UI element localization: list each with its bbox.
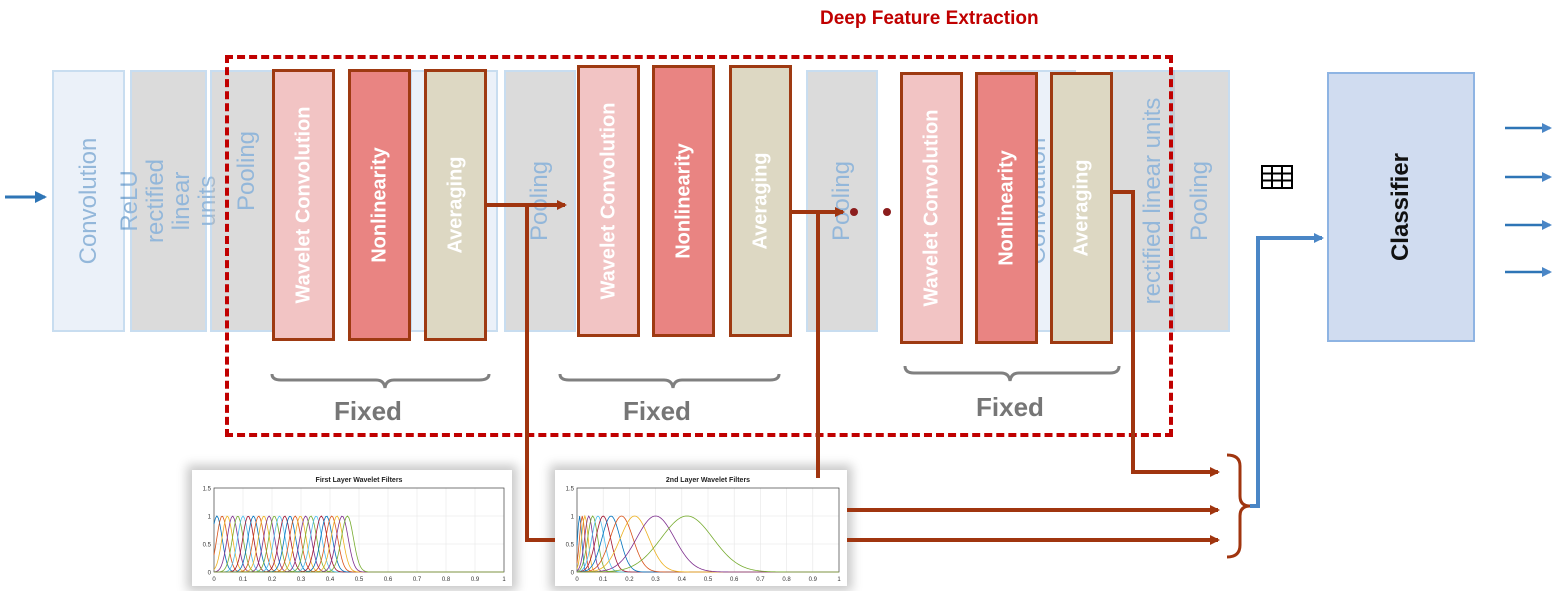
x-tick-label: 0.4 xyxy=(326,577,335,583)
filter-curve xyxy=(577,515,839,573)
averaging-block: Averaging xyxy=(1050,72,1113,344)
fixed-label: Fixed xyxy=(623,396,691,426)
diagram-title: Deep Feature Extraction xyxy=(820,8,1039,29)
output-arrows xyxy=(1505,123,1552,277)
stage1-feature-tap xyxy=(525,205,555,542)
y-tick-label: 0 xyxy=(571,571,575,577)
plot-first-layer-svg: First Layer Wavelet Filters 1.5 1 0.5 00 0.1 0… xyxy=(203,477,507,583)
x-tick-label: 0.5 xyxy=(355,577,364,583)
x-tick-label: 0.3 xyxy=(297,577,306,583)
y-tick-label: 1 xyxy=(571,515,575,521)
wavelet-convolution-block: Wavelet Convolution xyxy=(272,69,335,341)
y-tick-label: 1.5 xyxy=(566,487,575,493)
x-tick-label: 0.8 xyxy=(782,577,791,583)
nonlinearity-block: Nonlinearity xyxy=(348,69,411,341)
nonlinearity-block: Nonlinearity xyxy=(975,72,1038,344)
x-tick-label: 0.7 xyxy=(413,577,422,583)
wavelet-convolution-block: Wavelet Convolution xyxy=(900,72,963,344)
bg-layer-convolution: Convolution xyxy=(52,70,125,332)
x-tick-label: 0.7 xyxy=(756,577,765,583)
y-tick-label: 0 xyxy=(208,571,212,577)
x-tick-label: 0.9 xyxy=(471,577,480,583)
fixed-label: Fixed xyxy=(334,396,402,426)
bg-layer-pooling: Pooling xyxy=(210,70,283,332)
averaging-block: Averaging xyxy=(424,69,487,341)
x-tick-label: 0.4 xyxy=(678,577,687,583)
x-tick-label: 0.2 xyxy=(268,577,277,583)
x-tick-label: 0.1 xyxy=(599,577,608,583)
plot-title: 2nd Layer Wavelet Filters xyxy=(666,477,750,484)
x-tick-label: 1 xyxy=(837,577,841,583)
x-tick-label: 0 xyxy=(212,577,216,583)
deep-feature-frame xyxy=(225,55,1173,437)
fixed-braces xyxy=(270,365,1121,389)
y-tick-label: 1.5 xyxy=(203,487,212,493)
y-tick-label: 1 xyxy=(208,515,212,521)
x-tick-label: 0.9 xyxy=(809,577,818,583)
x-tick-label: 0 xyxy=(575,577,579,583)
x-tick-label: 0.6 xyxy=(384,577,393,583)
x-tick-label: 0.6 xyxy=(730,577,739,583)
averaging-block: Averaging xyxy=(729,65,792,337)
nonlinearity-block: Nonlinearity xyxy=(652,65,715,337)
classifier-block: Classifier xyxy=(1327,72,1475,342)
filter-curve xyxy=(214,515,504,573)
x-tick-label: 1 xyxy=(502,577,506,583)
feature-brace xyxy=(1226,453,1251,559)
fixed-label: Fixed xyxy=(976,392,1044,422)
plot-second-layer-svg: 2nd Layer Wavelet Filters 1.5 1 0.5 00 0.1 0.2… xyxy=(566,477,842,583)
x-tick-label: 0.1 xyxy=(239,577,248,583)
ellipsis-dots xyxy=(850,208,891,216)
bg-layer-relu: ReLU rectified linear units xyxy=(116,70,221,332)
wavelet-convolution-block: Wavelet Convolution xyxy=(577,65,640,337)
table-icon xyxy=(1261,165,1293,189)
bg-layer-relu: rectified linear units xyxy=(1110,70,1175,332)
classifier-input-arrow xyxy=(1250,233,1324,508)
feature-arrows xyxy=(487,190,1251,559)
x-tick-label: 0.5 xyxy=(704,577,713,583)
x-tick-label: 0.8 xyxy=(442,577,451,583)
y-tick-label: 0.5 xyxy=(203,543,212,549)
feature-arrow-1 xyxy=(1113,190,1220,477)
x-tick-label: 0.3 xyxy=(651,577,660,583)
plot-title: First Layer Wavelet Filters xyxy=(316,477,403,484)
x-tick-label: 0.2 xyxy=(625,577,634,583)
y-tick-label: 0.5 xyxy=(566,543,575,549)
